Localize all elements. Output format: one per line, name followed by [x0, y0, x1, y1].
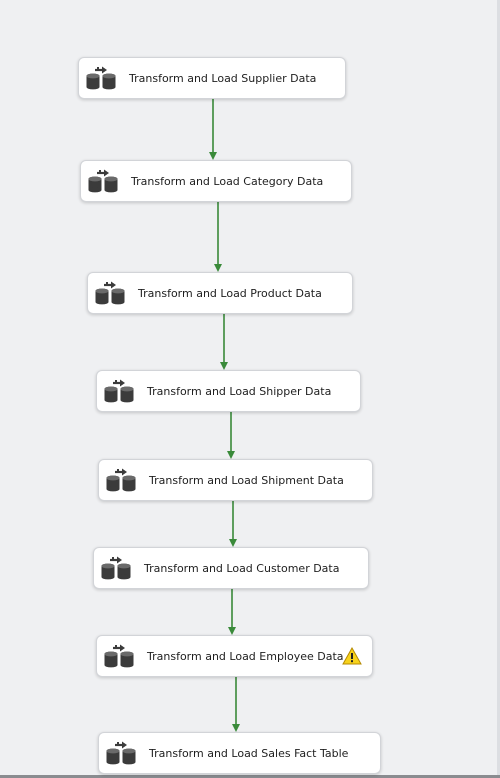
- precedence-constraint-arrow[interactable]: [208, 99, 218, 160]
- task-label: Transform and Load Customer Data: [144, 561, 340, 575]
- warning-triangle-icon[interactable]: [342, 646, 362, 665]
- data-flow-task[interactable]: Transform and Load Shipper Data: [96, 370, 361, 412]
- task-label: Transform and Load Shipper Data: [147, 384, 332, 398]
- task-label: Transform and Load Supplier Data: [129, 71, 317, 85]
- precedence-constraint-arrow[interactable]: [227, 589, 237, 635]
- precedence-constraint-arrow[interactable]: [226, 412, 236, 459]
- task-label: Transform and Load Employee Data: [147, 649, 344, 663]
- data-flow-task-icon: [105, 740, 139, 766]
- task-label: Transform and Load Product Data: [138, 286, 322, 300]
- task-label: Transform and Load Shipment Data: [149, 473, 344, 487]
- precedence-constraint-arrow[interactable]: [228, 501, 238, 547]
- data-flow-task[interactable]: Transform and Load Employee Data: [96, 635, 373, 677]
- horizontal-scrollbar-edge[interactable]: [0, 775, 500, 778]
- data-flow-task-icon: [103, 378, 137, 404]
- task-label: Transform and Load Sales Fact Table: [149, 746, 349, 760]
- data-flow-task[interactable]: Transform and Load Category Data: [80, 160, 352, 202]
- data-flow-task[interactable]: Transform and Load Supplier Data: [78, 57, 346, 99]
- data-flow-task[interactable]: Transform and Load Sales Fact Table: [98, 732, 381, 774]
- data-flow-task-icon: [94, 280, 128, 306]
- data-flow-task-icon: [103, 643, 137, 669]
- data-flow-task-icon: [100, 555, 134, 581]
- canvas-right-border: [497, 0, 500, 778]
- data-flow-task-icon: [85, 65, 119, 91]
- data-flow-task-icon: [105, 467, 139, 493]
- data-flow-task[interactable]: Transform and Load Shipment Data: [98, 459, 373, 501]
- task-label: Transform and Load Category Data: [131, 174, 324, 188]
- precedence-constraint-arrow[interactable]: [231, 677, 241, 732]
- precedence-constraint-arrow[interactable]: [219, 314, 229, 370]
- data-flow-task[interactable]: Transform and Load Product Data: [87, 272, 353, 314]
- data-flow-task[interactable]: Transform and Load Customer Data: [93, 547, 369, 589]
- precedence-constraint-arrow[interactable]: [213, 202, 223, 272]
- data-flow-task-icon: [87, 168, 121, 194]
